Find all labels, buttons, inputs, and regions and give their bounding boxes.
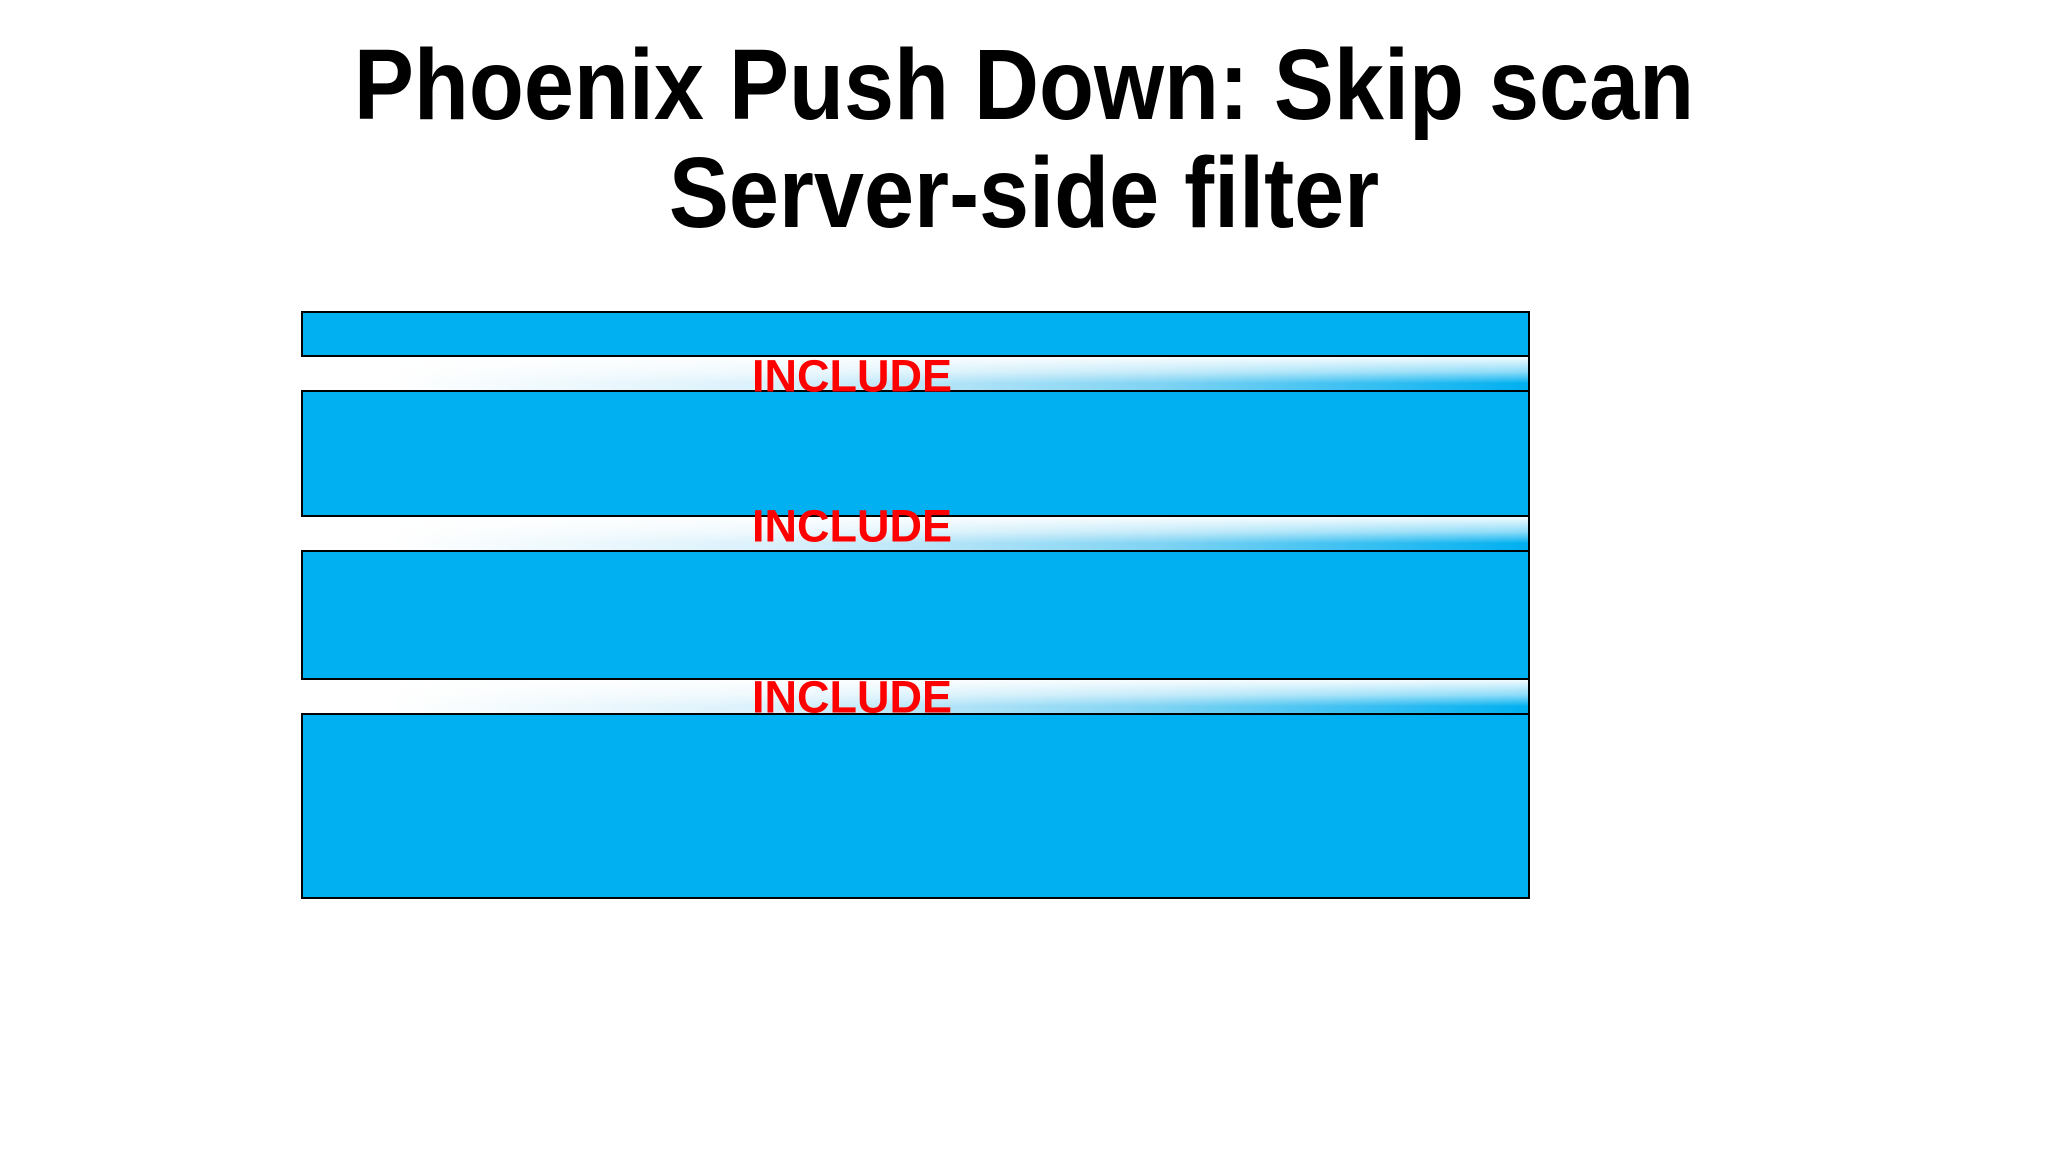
include-band: INCLUDE xyxy=(301,353,1528,398)
include-label: INCLUDE xyxy=(752,500,952,551)
title-line-2: Server-side filter xyxy=(668,137,1380,249)
page-title: Phoenix Push Down: Skip scan Server-side… xyxy=(102,31,1945,247)
include-band: INCLUDE xyxy=(301,674,1528,719)
include-band: INCLUDE xyxy=(301,503,1528,552)
title-line-1: Phoenix Push Down: Skip scan xyxy=(353,29,1695,141)
include-label: INCLUDE xyxy=(752,350,952,401)
region-rectangle: INCLUDE INCLUDE INCLUDE xyxy=(301,311,1530,899)
include-label: INCLUDE xyxy=(752,671,952,722)
